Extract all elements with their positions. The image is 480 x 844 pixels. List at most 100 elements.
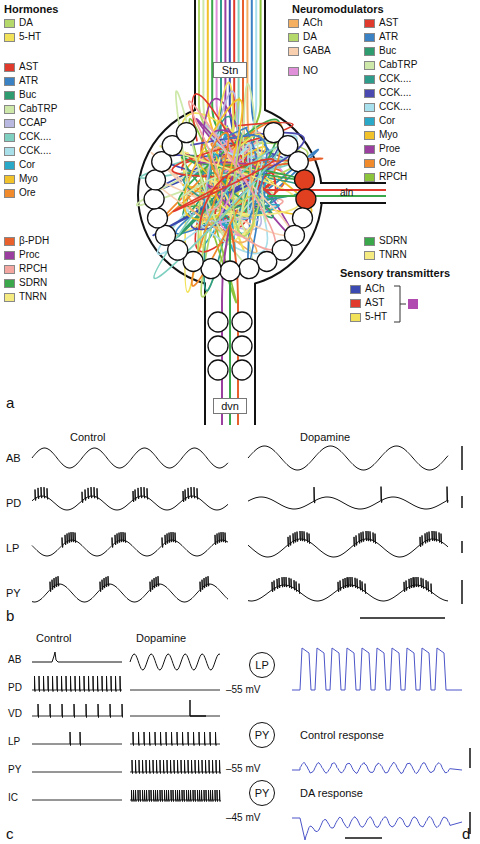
neuron-circle: PY	[249, 722, 275, 748]
legend-text: RPCH	[19, 264, 47, 274]
neuron-circle: LP	[249, 652, 275, 678]
response-label: Control response	[300, 730, 384, 741]
legend-swatch	[364, 103, 375, 112]
legend-swatch	[288, 19, 299, 28]
neuron-soma	[208, 312, 228, 332]
legend-text: Ore	[379, 158, 396, 168]
legend-text: Proe	[379, 144, 400, 154]
voltage-trace	[248, 577, 448, 601]
neuron-label: PD	[6, 498, 21, 509]
legend-entry: Ore	[4, 188, 36, 198]
voltage-trace	[130, 654, 220, 670]
neuron-soma	[176, 123, 196, 143]
neuron-label: PD	[8, 683, 22, 693]
legend-swatch	[4, 105, 15, 114]
legend-entry: CCK....	[364, 102, 411, 112]
node-text: PY	[255, 729, 270, 741]
legend-text: SDRN	[19, 278, 47, 288]
panel-letter: c	[6, 826, 14, 841]
legend-text: Buc	[379, 46, 396, 56]
neuron-soma	[232, 360, 252, 380]
voltage-trace	[248, 446, 448, 470]
legend-text: ACh	[303, 18, 322, 28]
voltage-label: –55 mV	[226, 685, 260, 695]
legend-entry: Cor	[364, 116, 395, 126]
legend-text: NO	[303, 66, 318, 76]
neuron-circle: PY	[249, 780, 275, 806]
legend-entry: Proe	[364, 144, 400, 154]
legend-entry: ATR	[364, 32, 398, 42]
legend-entry: NO	[288, 66, 318, 76]
legend-swatch	[364, 61, 375, 70]
voltage-trace	[248, 487, 448, 509]
legend-swatch	[350, 313, 361, 322]
legend-entry: Cor	[4, 160, 35, 170]
group-heading: Neuromodulators	[292, 4, 384, 15]
legend-entry: CCK....	[364, 88, 411, 98]
legend-swatch	[364, 47, 375, 56]
neuropil-fibers	[137, 0, 386, 425]
legend-swatch	[4, 279, 15, 288]
legend-text: CabTRP	[19, 104, 57, 114]
legend-swatch	[350, 299, 361, 308]
neuron-soma	[295, 170, 315, 190]
legend-entry: CabTRP	[364, 60, 417, 70]
legend-swatch	[364, 145, 375, 154]
neuron-soma	[257, 252, 277, 272]
legend-swatch	[4, 119, 15, 128]
neuron-label: PY	[8, 765, 21, 775]
neuron-soma	[296, 189, 316, 209]
group-heading: Hormones	[4, 4, 58, 15]
legend-swatch	[364, 19, 375, 28]
legend-entry: ATR	[4, 76, 38, 86]
voltage-label: –45 mV	[226, 813, 260, 823]
legend-swatch	[288, 67, 299, 76]
legend-swatch	[4, 133, 15, 142]
legend-text: TNRN	[19, 292, 47, 302]
node-text: Stn	[222, 64, 239, 76]
legend-swatch	[4, 251, 15, 260]
legend-text: TNRN	[379, 250, 407, 260]
legend-swatch	[4, 293, 15, 302]
neuropil-fiber	[173, 159, 273, 230]
legend-text: DA	[19, 18, 33, 28]
neuron-label: PY	[6, 588, 21, 599]
neuron-soma	[232, 336, 252, 356]
group-heading: Sensory transmitters	[340, 268, 450, 279]
legend-text: AST	[379, 18, 398, 28]
panel-letter: d	[462, 826, 470, 841]
node-text: dvn	[221, 400, 239, 412]
legend-swatch	[4, 265, 15, 274]
neuron-soma	[239, 259, 259, 279]
legend-entry: CCAP	[4, 118, 47, 128]
nerve-box: dvn	[213, 398, 247, 414]
nerve-box: Stn	[213, 62, 247, 78]
neuron-soma	[148, 208, 168, 228]
legend-text: ACh	[365, 284, 384, 294]
legend-entry: CabTRP	[4, 104, 57, 114]
neuropil-fiber	[154, 147, 280, 279]
legend-entry: ACh	[288, 18, 322, 28]
legend-swatch	[4, 189, 15, 198]
legend-entry: AST	[364, 18, 398, 28]
legend-entry: SDRN	[4, 278, 47, 288]
neuron-label: VD	[8, 709, 22, 719]
legend-entry: TNRN	[364, 250, 407, 260]
legend-swatch	[364, 251, 375, 260]
neuron-soma	[232, 312, 252, 332]
voltage-trace	[130, 716, 220, 717]
legend-entry: AST	[350, 298, 384, 308]
legend-swatch	[288, 33, 299, 42]
voltage-trace	[32, 800, 122, 801]
response-label: DA response	[300, 788, 363, 799]
legend-text: Ore	[19, 188, 36, 198]
voltage-trace	[130, 690, 220, 691]
legend-text: 5-HT	[365, 312, 387, 322]
legend-swatch	[4, 77, 15, 86]
legend-swatch	[4, 63, 15, 72]
legend-swatch	[4, 175, 15, 184]
legend-swatch	[288, 47, 299, 56]
legend-text: AST	[365, 298, 384, 308]
legend-text: β-PDH	[19, 236, 49, 246]
voltage-trace	[292, 762, 462, 773]
